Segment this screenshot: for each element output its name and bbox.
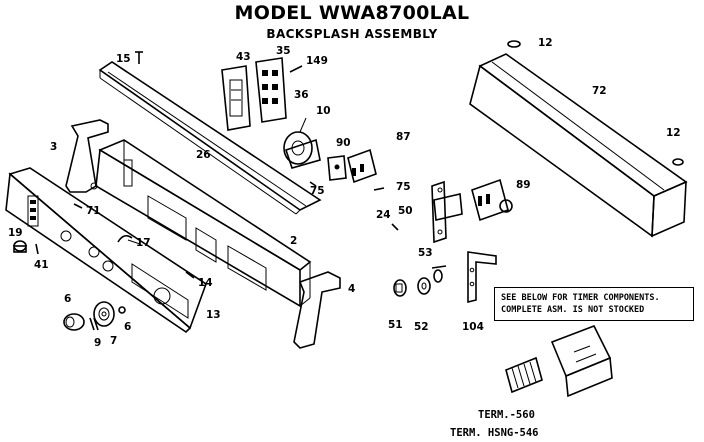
label-part-71: 71: [86, 205, 101, 217]
label-part-89: 89: [516, 179, 531, 191]
label-part-43: 43: [236, 51, 251, 63]
label-part-6a: 6: [64, 293, 71, 305]
screw-part-75a: [309, 181, 317, 187]
label-part-75b: 75: [396, 181, 411, 193]
rear-cover-part-72: [469, 53, 688, 238]
trim-strip-part-26: [98, 61, 322, 215]
terminal-housing-546: [550, 324, 613, 398]
label-part-7: 7: [110, 335, 117, 347]
label-part-53: 53: [418, 247, 433, 259]
label-part-35: 35: [276, 45, 291, 57]
backsplash-housing-part-2: [95, 139, 312, 308]
switch-block-part-35: [255, 57, 287, 123]
screw-part-24: [391, 223, 399, 231]
label-part-90: 90: [336, 137, 351, 149]
bracket-part-90: [327, 155, 347, 181]
label-part-12b: 12: [666, 127, 681, 139]
label-part-14: 14: [198, 277, 213, 289]
clip-part-12a: [507, 40, 521, 48]
switch-part-10: [283, 117, 321, 169]
label-part-2: 2: [290, 235, 297, 247]
grommet-part-53: [431, 265, 447, 283]
label-part-52: 52: [414, 321, 429, 333]
terminal-strip-560: [505, 356, 543, 394]
bracket-part-43: [221, 65, 251, 131]
lamp-part-17: [117, 234, 141, 245]
label-term-560: TERM.-560: [478, 409, 535, 421]
assembly-title: BACKSPLASH ASSEMBLY: [266, 27, 438, 41]
clip-part-9: [89, 317, 99, 331]
clip-part-12b: [672, 158, 684, 166]
screw-part-149: [289, 65, 303, 73]
label-part-15: 15: [116, 53, 131, 65]
relay-part-87: [347, 148, 377, 184]
switch-part-52: [417, 277, 431, 295]
timer-components-note: SEE BELOW FOR TIMER COMPONENTS. COMPLETE…: [494, 287, 694, 321]
label-part-12a: 12: [538, 37, 553, 49]
label-part-19: 19: [8, 227, 23, 239]
label-part-51: 51: [388, 319, 403, 331]
label-part-6b: 6: [124, 321, 131, 333]
label-part-104: 104: [462, 321, 484, 333]
label-part-13: 13: [206, 309, 221, 321]
label-part-50: 50: [398, 205, 413, 217]
label-part-36: 36: [294, 89, 309, 101]
note-line-1: SEE BELOW FOR TIMER COMPONENTS.: [501, 293, 660, 303]
label-part-9: 9: [94, 337, 101, 349]
mounting-plate-part-50: [431, 180, 463, 244]
knob-part-6a: [63, 313, 85, 331]
screw-part-15: [135, 51, 143, 64]
switch-part-51: [393, 279, 407, 297]
screw-part-41: [35, 243, 39, 255]
screw-part-71: [73, 203, 83, 209]
end-bracket-part-3: [65, 119, 109, 193]
label-part-87: 87: [396, 131, 411, 143]
timer-part-89: [471, 178, 513, 222]
label-part-17: 17: [136, 237, 151, 249]
label-part-24: 24: [376, 209, 391, 221]
label-part-149: 149: [306, 55, 328, 67]
bracket-part-104: [467, 251, 497, 304]
label-part-26: 26: [196, 149, 211, 161]
note-line-2: COMPLETE ASM. IS NOT STOCKED: [501, 305, 645, 315]
label-part-4: 4: [348, 283, 355, 295]
screw-part-75b: [373, 187, 385, 191]
knob-part-19: [13, 240, 27, 253]
spring-part-6b: [118, 306, 126, 314]
dial-knob-part-7: [93, 301, 115, 327]
label-term-546: TERM. HSNG-546: [450, 427, 539, 439]
control-panel-part-13: [5, 167, 207, 334]
end-bracket-part-4: [293, 271, 341, 349]
label-part-41: 41: [34, 259, 49, 271]
label-part-10: 10: [316, 105, 331, 117]
screw-part-14: [185, 271, 195, 279]
label-part-75a: 75: [310, 185, 325, 197]
label-part-72: 72: [592, 85, 607, 97]
label-part-3: 3: [50, 141, 57, 153]
model-title: MODEL WWA8700LAL: [234, 2, 470, 24]
